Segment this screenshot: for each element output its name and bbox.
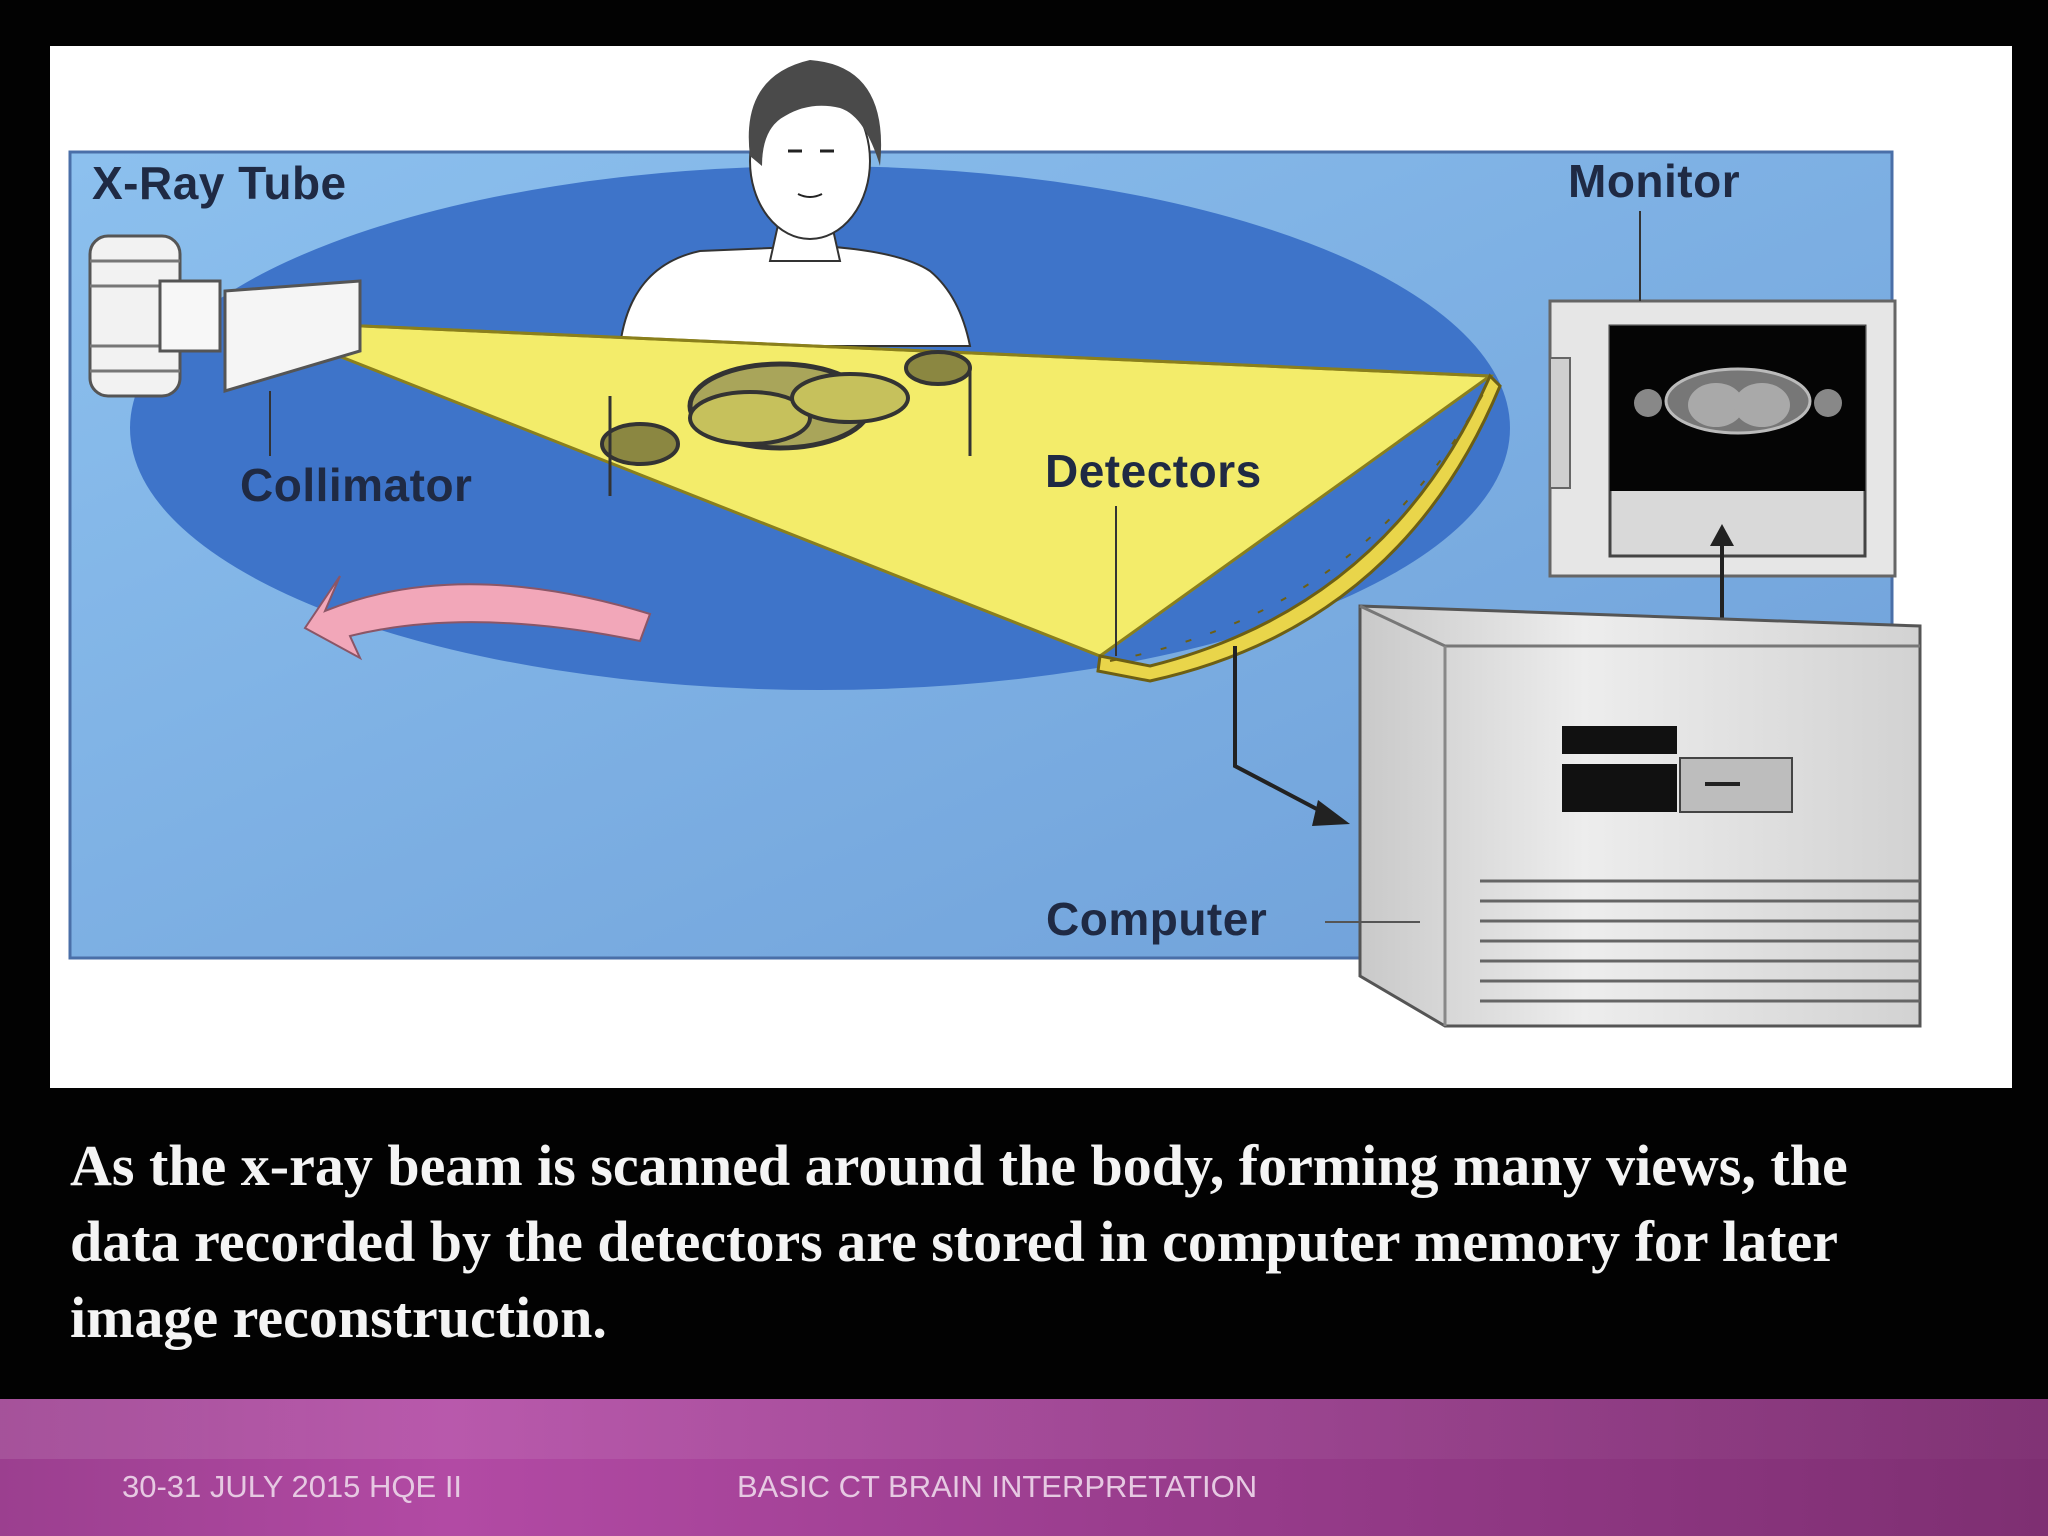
detector-arc bbox=[1096, 373, 1502, 683]
diagram-illustration bbox=[68, 60, 1922, 1028]
footer-date-event: 30-31 JULY 2015 HQE II bbox=[122, 1469, 463, 1504]
ct-scanner-diagram: X-Ray Tube Monitor Collimator Detectors … bbox=[50, 46, 2012, 1088]
footer-highlight-band bbox=[0, 1399, 2048, 1459]
computer-label: Computer bbox=[1046, 893, 1268, 945]
slide-caption: As the x-ray beam is scanned around the … bbox=[70, 1133, 1848, 1350]
monitor-label: Monitor bbox=[1568, 155, 1741, 207]
arrow-detectors-to-computer-icon bbox=[1233, 646, 1350, 826]
xray-tube-label: X-Ray Tube bbox=[92, 157, 347, 209]
collimator-label: Collimator bbox=[240, 459, 473, 511]
detectors-label: Detectors bbox=[1045, 445, 1262, 497]
body-cross-section bbox=[600, 350, 972, 496]
patient-figure bbox=[618, 60, 972, 347]
computer-icon bbox=[1325, 604, 1922, 1028]
arrow-computer-to-monitor-icon bbox=[1710, 524, 1734, 626]
collimator-icon bbox=[223, 279, 362, 456]
rotation-arrow-icon bbox=[303, 575, 652, 661]
footer-title: BASIC CT BRAIN INTERPRETATION bbox=[737, 1469, 1258, 1504]
xray-tube-icon bbox=[88, 234, 222, 398]
monitor-icon bbox=[1548, 211, 1897, 578]
slide-footer: 30-31 JULY 2015 HQE II BASIC CT BRAIN IN… bbox=[0, 1399, 2048, 1536]
